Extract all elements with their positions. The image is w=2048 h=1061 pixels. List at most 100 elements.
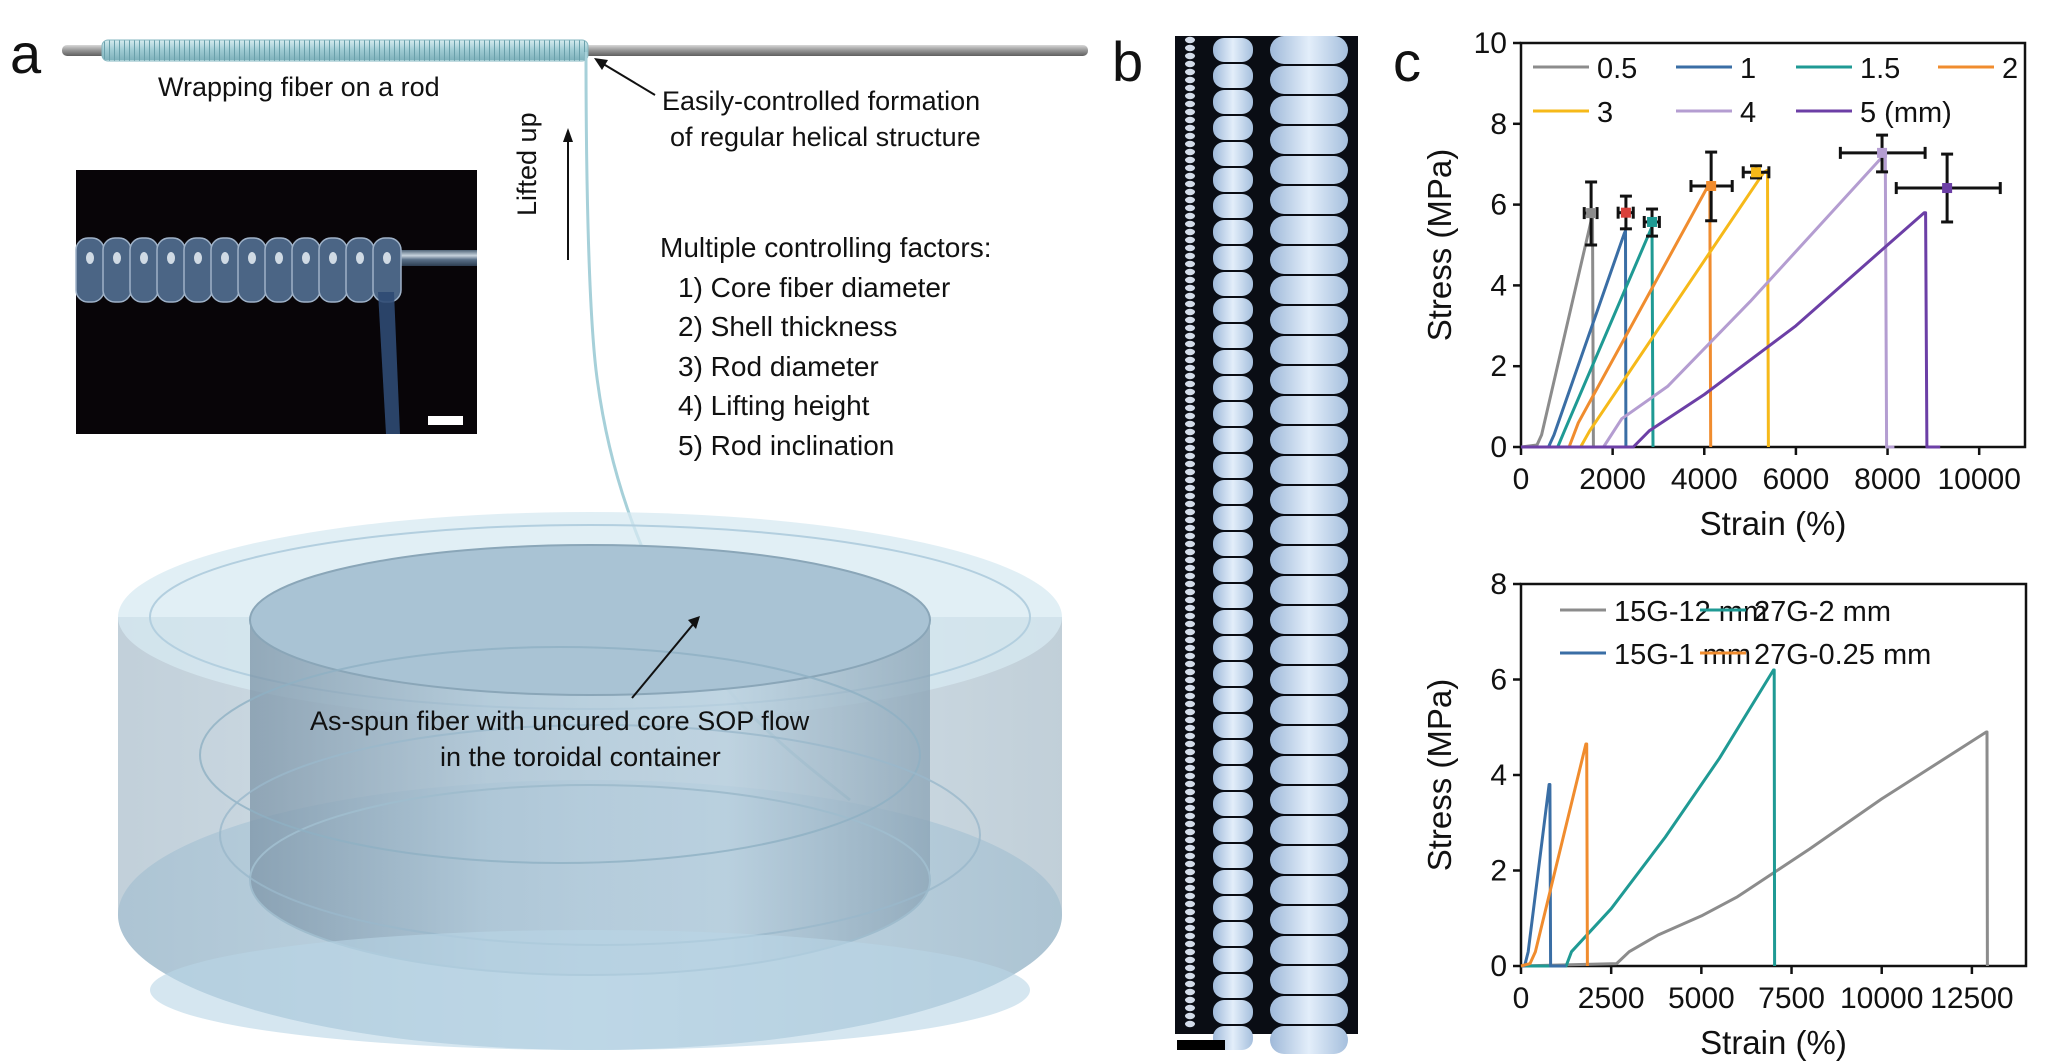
thin-coil-turn [1185, 972, 1195, 980]
thin-coil-turn [1185, 516, 1195, 524]
series-line-0.5 [1520, 215, 1595, 449]
thick-coil-turn [1270, 846, 1348, 874]
mid-coil-turn [1213, 818, 1253, 842]
thin-coil-turn [1185, 636, 1195, 644]
legend-label: 4 [1740, 97, 1756, 129]
thick-coil-turn [1270, 426, 1348, 454]
thin-coil-turn [1185, 748, 1195, 756]
thin-coil-turn [1185, 68, 1195, 76]
x-tick-label: 0 [1513, 982, 1530, 1015]
thin-coil-turn [1185, 612, 1195, 620]
mid-coil-turn [1213, 428, 1253, 452]
thick-coil-turn [1270, 66, 1348, 94]
thick-coil-turn [1270, 126, 1348, 154]
error-bar [1894, 152, 2002, 224]
thin-coil-turn [1185, 180, 1195, 188]
thin-coil-turn [1185, 468, 1195, 476]
error-bar [1616, 194, 1635, 231]
thin-coil-turn [1185, 884, 1195, 892]
thin-coil-turn [1185, 964, 1195, 972]
mid-coil-turn [1213, 376, 1253, 400]
coil-turn [156, 237, 186, 303]
legend-label: 27G-0.25 mm [1754, 639, 1931, 671]
mid-coil-turn [1213, 116, 1253, 140]
helical-coil [101, 39, 589, 62]
thin-coil-turn [1185, 900, 1195, 908]
helix-annotation-line1: Easily-controlled formation [662, 86, 981, 116]
thin-coil-turn [1185, 140, 1195, 148]
thin-coil-turn [1185, 308, 1195, 316]
container-arrowhead [688, 616, 700, 629]
thin-coil-turn [1185, 76, 1195, 84]
thin-coil-turn [1185, 740, 1195, 748]
thin-coil-turn [1185, 700, 1195, 708]
mid-coil-turn [1213, 584, 1253, 608]
thin-coil-turn [1185, 956, 1195, 964]
thin-coil-turn [1185, 556, 1195, 564]
thin-coil-turn [1185, 804, 1195, 812]
thin-coil-turn [1185, 908, 1195, 916]
panel-c-letter: c [1393, 30, 1421, 93]
mid-coil-turn [1213, 298, 1253, 322]
legend-label: 27G-2 mm [1754, 596, 1891, 628]
error-bar [1689, 150, 1734, 223]
thick-coil-turn [1270, 696, 1348, 724]
coil-highlight [167, 252, 175, 264]
thick-coil-turn [1270, 186, 1348, 214]
thin-coil-turn [1185, 132, 1195, 140]
thick-coil-turn [1270, 246, 1348, 274]
legend-label: 0.5 [1597, 53, 1637, 85]
thin-coil-turn [1185, 924, 1195, 932]
mid-coil-turn [1213, 506, 1253, 530]
error-bar [1741, 164, 1771, 180]
coil-turn [75, 237, 105, 303]
inset-scale-bar [428, 416, 463, 425]
mid-coil-turn [1213, 246, 1253, 270]
mid-coil-turn [1213, 220, 1253, 244]
mid-coil-turn [1213, 1026, 1253, 1050]
mid-coil-turn [1213, 896, 1253, 920]
thin-coil-turn [1185, 348, 1195, 356]
thin-coil-turn [1185, 932, 1195, 940]
thin-coil-turn [1185, 52, 1195, 60]
thin-coil-turn [1185, 356, 1195, 364]
thin-coil-turn [1185, 436, 1195, 444]
x-tick-label: 7500 [1758, 982, 1825, 1015]
thick-coil-turn [1270, 906, 1348, 934]
coil-highlight [221, 252, 229, 264]
y-tick-label: 6 [1490, 664, 1507, 697]
thin-coil-turn [1185, 580, 1195, 588]
thick-coil-turn [1270, 516, 1348, 544]
thin-coil-turn [1185, 508, 1195, 516]
thin-coil-turn [1185, 828, 1195, 836]
lift-label: Lifted up [512, 112, 542, 216]
mid-coil-turn [1213, 454, 1253, 478]
mid-coil-turn [1213, 168, 1253, 192]
helix-arrowhead [594, 58, 608, 70]
mid-coil-turn [1213, 844, 1253, 868]
thin-coil-turn [1185, 476, 1195, 484]
mid-coil-turn [1213, 142, 1253, 166]
thin-coil-turn [1185, 540, 1195, 548]
thick-coil-turn [1270, 336, 1348, 364]
thin-coil-turn [1185, 316, 1195, 324]
x-axis-label: Strain (%) [1700, 1024, 1847, 1061]
mid-coil-turn [1213, 532, 1253, 556]
thick-coil-turn [1270, 666, 1348, 694]
coil-highlight [113, 252, 121, 264]
mid-coil-turn [1213, 1000, 1253, 1024]
thin-coil-turn [1185, 372, 1195, 380]
series-line-5-mm- [1521, 211, 1941, 449]
series-line-4 [1521, 154, 1895, 449]
thin-coil-turn [1185, 484, 1195, 492]
thin-coil-turn [1185, 996, 1195, 1004]
mid-coil-turn [1213, 558, 1253, 582]
toroidal-container [118, 512, 1062, 1050]
thin-coil-turn [1185, 548, 1195, 556]
thin-coil-turn [1185, 332, 1195, 340]
thin-coil-turn [1185, 588, 1195, 596]
coil-highlight [302, 252, 310, 264]
factor-item: 4) Lifting height [678, 390, 870, 421]
coil-turn [183, 237, 213, 303]
series-line-2 [1521, 182, 1713, 449]
